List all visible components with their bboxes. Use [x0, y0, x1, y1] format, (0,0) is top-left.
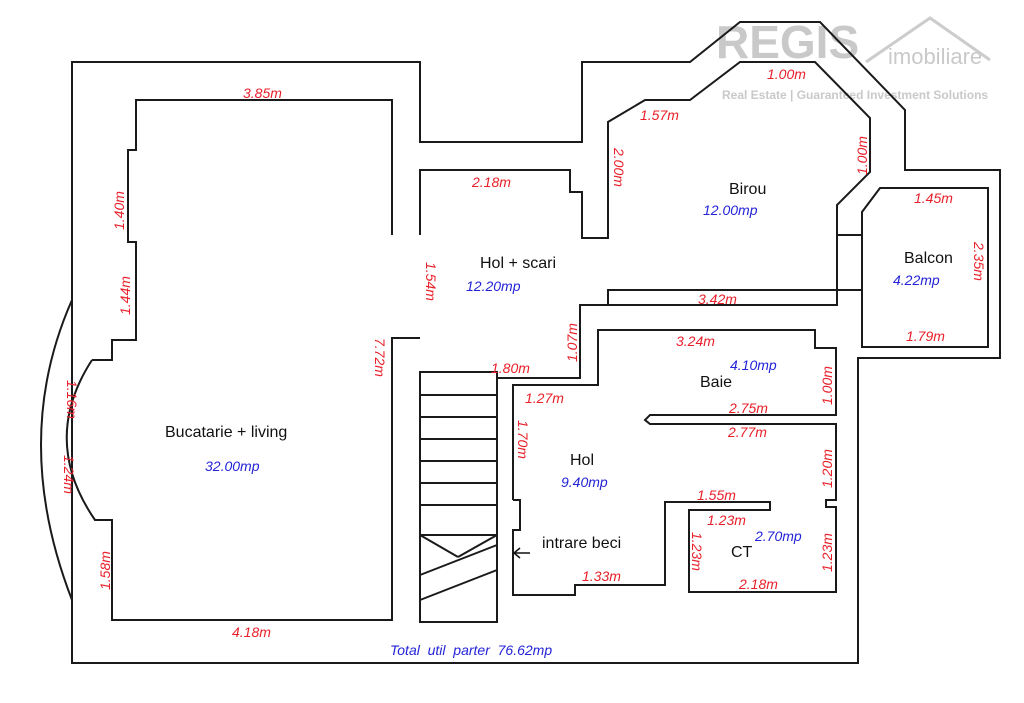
hall-stair-wall — [496, 304, 608, 622]
logo-sub: imobiliare — [888, 44, 982, 69]
dimension-label: 3.42m — [698, 291, 737, 307]
dimension-label: 2.18m — [471, 174, 511, 190]
dimension-label: 1.80m — [491, 360, 530, 376]
dimension-label: 1.23m — [689, 532, 705, 571]
staircase — [419, 371, 498, 623]
dimension-label: 1.20m — [819, 449, 835, 488]
room-name-office: Birou — [729, 181, 766, 198]
dimension-label: 1.57m — [640, 107, 679, 123]
dimension-label: 1.07m — [564, 323, 580, 362]
room-name-ct: CT — [731, 544, 753, 561]
room-name-hall: Hol — [570, 452, 594, 469]
dimension-label: 2.75m — [728, 400, 768, 416]
dimension-label: 1.23m — [819, 533, 835, 572]
room-name-bath: Baie — [700, 374, 732, 391]
room-name-hall-stairs: Hol + scari — [480, 255, 556, 272]
room-area-hall-stairs: 12.20mp — [466, 278, 521, 294]
room-area-hall: 9.40mp — [561, 474, 608, 490]
dimension-label: 4.18m — [232, 624, 271, 640]
room-name-balcony: Balcon — [904, 250, 953, 267]
dimension-label: 2.35m — [971, 241, 987, 281]
dimensions: 3.85m 4.18m 2.18m 1.57m 1.00m 1.45m 1.79… — [61, 66, 987, 640]
logo-brand: REGIS — [716, 16, 859, 68]
room-area-balcony: 4.22mp — [893, 272, 940, 288]
bay-window-arc — [65, 337, 420, 621]
logo-tagline: Real Estate | Guaranteed Investment Solu… — [722, 88, 988, 102]
dimension-label: 1.00m — [767, 66, 806, 82]
dimension-label: 1.44m — [117, 276, 133, 315]
outer-wall — [71, 21, 1001, 664]
dimension-label: 1.27m — [525, 390, 564, 406]
total-area: Total util parter 76.62mp — [390, 642, 552, 658]
dimension-label: 2.18m — [738, 576, 778, 592]
dimension-label: 1.00m — [819, 366, 835, 405]
bath-wall — [512, 329, 837, 596]
dimension-label: 1.79m — [906, 328, 945, 344]
dimension-label: 1.24m — [61, 455, 77, 494]
kitchen-wall — [92, 99, 393, 361]
dimension-label: 1.23m — [707, 512, 746, 528]
room-area-office: 12.00mp — [703, 202, 758, 218]
dimension-label: 1.16m — [64, 380, 80, 419]
dimension-label: 3.24m — [676, 333, 715, 349]
outer-bay-arc — [40, 299, 73, 601]
dimension-label: 1.54m — [423, 262, 439, 301]
dimension-label: 1.33m — [582, 568, 621, 584]
balcony-wall — [861, 187, 989, 348]
dimension-label: 2.00m — [611, 147, 627, 187]
dimension-label: 1.40m — [111, 191, 127, 230]
regis-logo: REGIS imobiliare Real Estate | Guarantee… — [716, 16, 991, 102]
room-name-basement-entry: intrare beci — [542, 535, 621, 552]
dimension-label: 1.45m — [914, 190, 953, 206]
dimension-label: 1.70m — [515, 420, 531, 459]
dimension-label: 3.85m — [243, 85, 282, 101]
dimension-label: 1.58m — [97, 551, 113, 590]
hall-wall — [419, 61, 871, 306]
dimension-label: 1.55m — [697, 487, 736, 503]
room-area-kitchen: 32.00mp — [205, 458, 260, 474]
room-area-bath: 4.10mp — [730, 357, 777, 373]
room-area-ct: 2.70mp — [754, 528, 802, 544]
dimension-label: 1.00m — [854, 136, 870, 175]
dimension-label: 2.77m — [727, 424, 767, 440]
dimension-label: 7.72m — [372, 338, 388, 377]
room-name-kitchen: Bucatarie + living — [165, 424, 287, 441]
